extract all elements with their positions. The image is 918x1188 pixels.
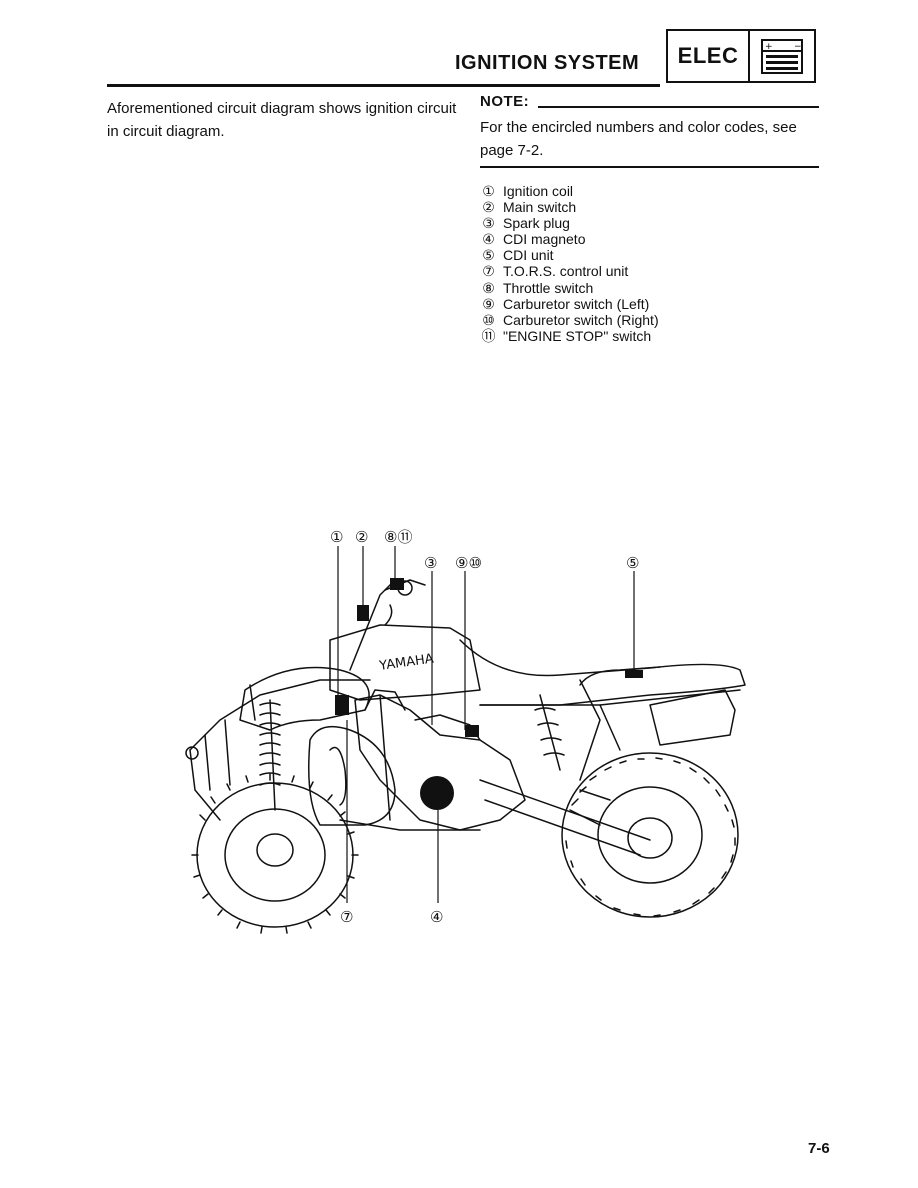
legend-number: ② bbox=[482, 199, 495, 216]
legend-number: ⑧ bbox=[482, 279, 495, 296]
legend-label: Carburetor switch (Right) bbox=[503, 311, 659, 328]
note-heading: NOTE: bbox=[480, 93, 530, 110]
legend-number: ⑦ bbox=[482, 263, 495, 280]
legend-label: Ignition coil bbox=[503, 183, 574, 199]
legend-item: ⑩ Carburetor switch (Right) bbox=[480, 311, 659, 328]
callout-4: ④ bbox=[430, 908, 443, 926]
legend-number: ④ bbox=[482, 231, 495, 248]
section-badge: ELEC + − bbox=[666, 29, 816, 83]
legend-label: Main switch bbox=[503, 199, 577, 216]
legend-item: ⑪ "ENGINE STOP" switch bbox=[480, 328, 659, 344]
tors-unit-marker bbox=[335, 695, 349, 715]
intro-text: Aforementioned circuit diagram shows ign… bbox=[107, 100, 457, 140]
callout-2: ② bbox=[355, 528, 368, 546]
legend-item: ① Ignition coil bbox=[480, 183, 659, 199]
svg-text:−: − bbox=[794, 42, 802, 52]
atv-illustration: YAMAHA ① ② ⑧⑪ ③ ⑨⑩ ⑤ ⑦ ④ bbox=[185, 528, 746, 934]
callout-9-10: ⑨⑩ bbox=[455, 554, 482, 572]
legend-label: Carburetor switch (Left) bbox=[503, 295, 650, 312]
section-badge-text: ELEC bbox=[668, 31, 750, 81]
main-switch-marker bbox=[357, 605, 369, 621]
callout-3: ③ bbox=[424, 554, 437, 572]
legend-number: ⑤ bbox=[482, 247, 495, 264]
tank-logo: YAMAHA bbox=[377, 651, 434, 674]
legend-label: CDI unit bbox=[503, 247, 554, 264]
battery-icon: + − bbox=[750, 31, 814, 81]
header-rule bbox=[107, 84, 660, 87]
note-rule-top bbox=[538, 106, 819, 108]
legend-label: T.O.R.S. control unit bbox=[503, 263, 629, 280]
legend-item: ④ CDI magneto bbox=[480, 231, 659, 247]
legend-number: ⑨ bbox=[482, 295, 495, 312]
legend-item: ⑧ Throttle switch bbox=[480, 280, 659, 296]
legend-label: CDI magneto bbox=[503, 231, 586, 248]
legend-number: ③ bbox=[482, 215, 495, 232]
callout-5: ⑤ bbox=[626, 554, 639, 572]
note-rule-bottom bbox=[480, 166, 819, 168]
callout-1: ① bbox=[330, 528, 343, 546]
svg-text:+: + bbox=[765, 42, 773, 52]
carb-switch-marker bbox=[465, 725, 479, 737]
legend-number: ⑪ bbox=[481, 327, 496, 344]
legend-number: ① bbox=[482, 183, 495, 199]
callout-8-11: ⑧⑪ bbox=[384, 528, 412, 546]
legend-item: ⑨ Carburetor switch (Left) bbox=[480, 296, 659, 312]
legend-label: "ENGINE STOP" switch bbox=[503, 327, 652, 344]
legend-label: Throttle switch bbox=[503, 279, 594, 296]
legend-item: ⑤ CDI unit bbox=[480, 247, 659, 263]
legend-number: ⑩ bbox=[482, 311, 495, 328]
rear-wheel bbox=[561, 752, 739, 918]
legend-item: ③ Spark plug bbox=[480, 215, 659, 231]
throttle-switch-marker bbox=[390, 578, 404, 590]
cdi-unit-marker bbox=[625, 670, 643, 678]
page-title: IGNITION SYSTEM bbox=[455, 52, 640, 74]
legend-item: ⑦ T.O.R.S. control unit bbox=[480, 263, 659, 279]
page-number: 7-6 bbox=[808, 1140, 830, 1157]
note-text: For the encircled numbers and color code… bbox=[480, 119, 797, 159]
callout-7: ⑦ bbox=[340, 908, 353, 926]
cdi-magneto-marker bbox=[420, 776, 454, 810]
legend-item: ② Main switch bbox=[480, 199, 659, 215]
legend-label: Spark plug bbox=[503, 215, 570, 232]
